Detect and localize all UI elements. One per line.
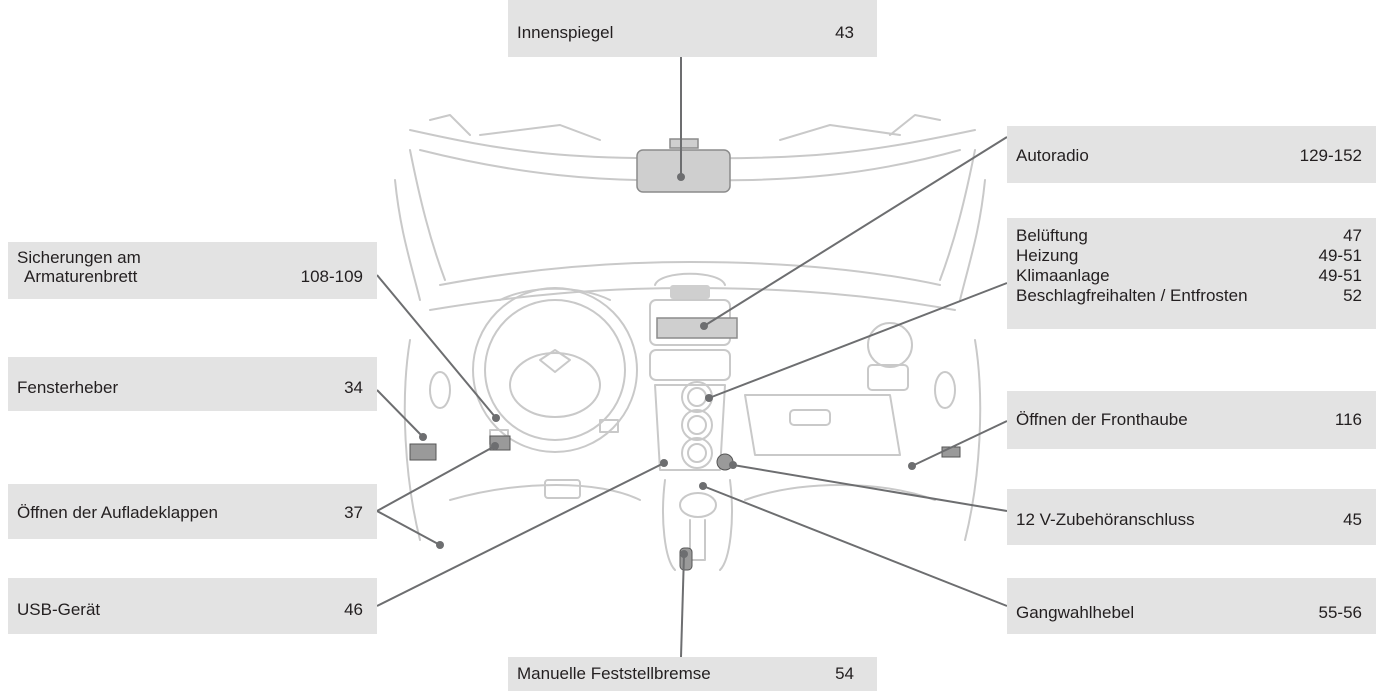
callout-page: 49-51	[1319, 266, 1362, 286]
callout-zubehoer: 12 V-Zubehöranschluss 45	[1007, 489, 1376, 545]
callout-label: USB-Gerät	[17, 599, 100, 620]
callout-fronthaube: Öffnen der Fronthaube 116	[1007, 391, 1376, 449]
klima-row: Beschlagfreihalten / Entfrosten 52	[1016, 286, 1362, 306]
callout-page: 34	[344, 377, 363, 398]
callout-autoradio: Autoradio 129-152	[1007, 126, 1376, 183]
callout-page: 46	[344, 599, 363, 620]
callout-label: Armaturenbrett	[24, 267, 137, 286]
callout-label: Belüftung	[1016, 226, 1088, 246]
callout-page: 52	[1343, 286, 1362, 306]
callout-gangwahl: Gangwahlhebel 55-56	[1007, 578, 1376, 634]
callout-innenspiegel: Innenspiegel 43	[508, 0, 877, 57]
callout-page: 43	[835, 22, 854, 43]
callout-page: 54	[835, 663, 854, 684]
window-switch-highlight	[410, 444, 436, 460]
callout-page: 49-51	[1319, 246, 1362, 266]
klima-row: Belüftung 47	[1016, 226, 1362, 246]
callout-label: 12 V-Zubehöranschluss	[1016, 509, 1195, 530]
callout-label: Sicherungen am	[17, 248, 141, 267]
radio-highlight	[657, 318, 737, 338]
callout-aufladeklappen: Öffnen der Aufladeklappen 37	[8, 484, 377, 539]
mirror-highlight	[637, 150, 730, 192]
callout-page: 55-56	[1319, 602, 1362, 623]
callout-page: 47	[1343, 226, 1362, 246]
callout-feststellbremse: Manuelle Feststellbremse 54	[508, 657, 877, 691]
callout-label: Fensterheber	[17, 377, 118, 398]
klima-row: Heizung 49-51	[1016, 246, 1362, 266]
callout-klima: Belüftung 47 Heizung 49-51 Klimaanlage 49-5…	[1007, 218, 1376, 329]
callout-sicherungen: Sicherungen am Armaturenbrett 108-109	[8, 242, 377, 299]
callout-page: 116	[1335, 409, 1362, 430]
callout-label: Beschlagfreihalten / Entfrosten	[1016, 286, 1248, 306]
callout-label: Innenspiegel	[517, 22, 613, 43]
callout-page: 108-109	[301, 267, 363, 286]
klima-row: Klimaanlage 49-51	[1016, 266, 1362, 286]
callout-label: Gangwahlhebel	[1016, 602, 1134, 623]
callout-label: Autoradio	[1016, 145, 1089, 166]
callout-label: Klimaanlage	[1016, 266, 1110, 286]
callout-page: 129-152	[1300, 145, 1362, 166]
callout-label: Heizung	[1016, 246, 1078, 266]
callout-label: Manuelle Feststellbremse	[517, 663, 711, 684]
callout-label: Öffnen der Aufladeklappen	[17, 502, 218, 523]
leader-dots	[419, 173, 916, 558]
callout-page: 45	[1343, 509, 1362, 530]
callout-label: Öffnen der Fronthaube	[1016, 409, 1188, 430]
callout-fensterheber: Fensterheber 34	[8, 357, 377, 411]
callout-usb: USB-Gerät 46	[8, 578, 377, 634]
callout-page: 37	[344, 502, 363, 523]
